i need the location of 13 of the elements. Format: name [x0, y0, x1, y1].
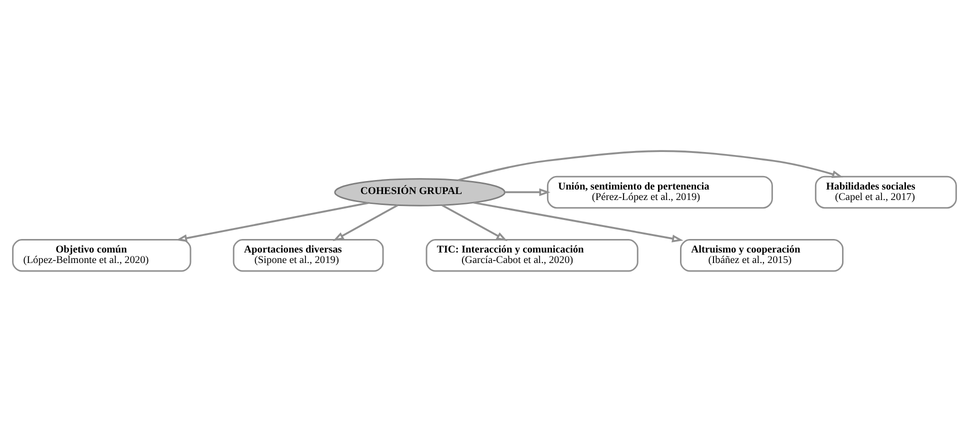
node-box: Aportaciones diversas (Sipone et al., 2019)	[232, 238, 384, 272]
node-box: Unión, sentimiento de pertenencia (Pérez-López et al., 2019)	[546, 175, 773, 208]
node-box: Objetivo común (López-Belmonte et al., 2020)	[12, 238, 192, 272]
node-box: Altruismo y cooperación (Ibáñez et al., 2015)	[680, 238, 844, 272]
arrow	[473, 201, 684, 242]
arrow	[442, 204, 508, 241]
arrow	[504, 188, 550, 196]
node-box: Habilidades sociales (Capel et al., 2017)	[814, 175, 957, 208]
arrow	[176, 202, 369, 242]
node-box: TIC: Interacción y comunicación (García-Cabot et al., 2020)	[426, 238, 638, 272]
arrow	[458, 150, 844, 181]
node-ellipse: COHESIÓN GRUPAL	[334, 178, 506, 206]
arrow	[332, 204, 398, 241]
